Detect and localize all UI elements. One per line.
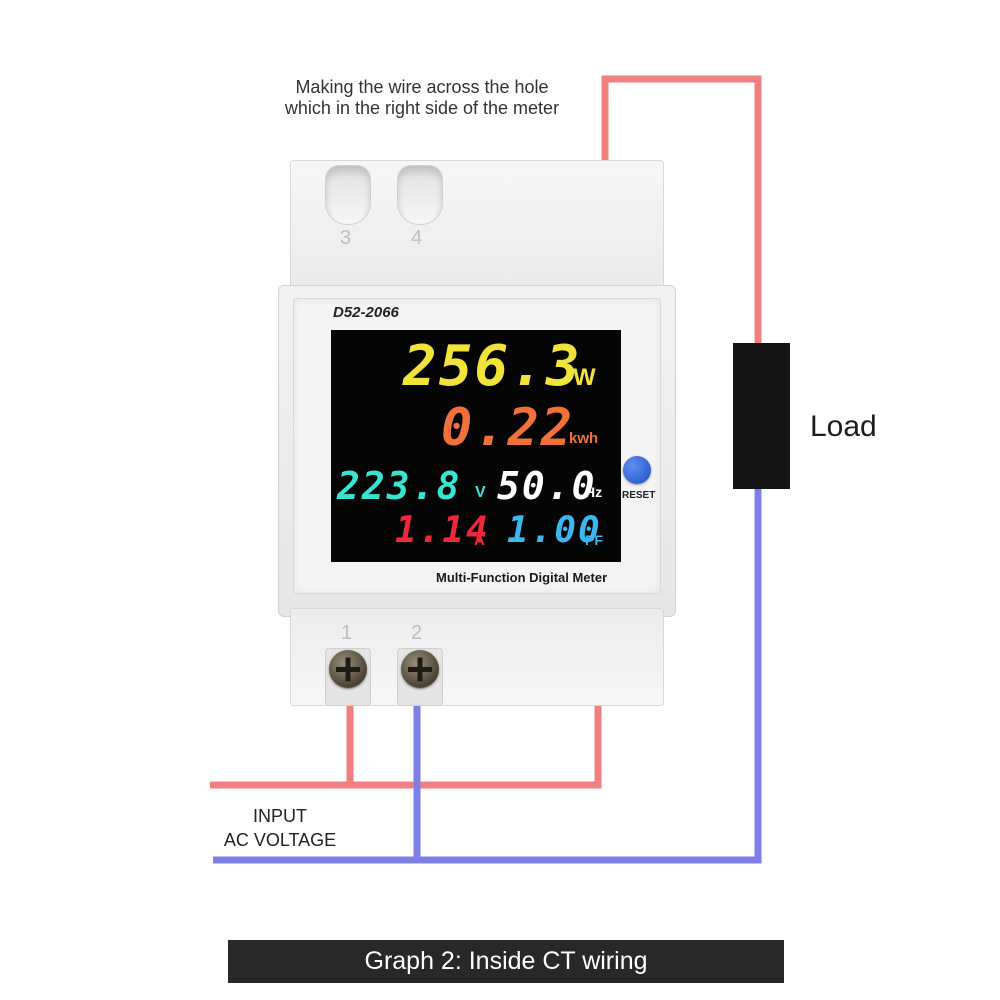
energy-unit: kwh	[569, 430, 599, 447]
live-wire-to-load	[601, 75, 762, 343]
input-ac-voltage-label: INPUT AC VOLTAGE	[223, 806, 337, 850]
terminal-screw-1	[329, 650, 367, 688]
neutral-wire-input	[213, 702, 421, 864]
current-reading: 1.14	[395, 510, 490, 551]
meter-model: D52-2066	[333, 304, 399, 321]
terminal-number-4: 4	[411, 227, 423, 249]
energy-reading: 0.22	[441, 398, 575, 458]
voltage-unit: V	[475, 484, 486, 501]
live-wire-loop	[350, 702, 602, 789]
load-label: Load	[810, 410, 877, 443]
power-reading: 256.3	[403, 334, 582, 399]
voltage-reading: 223.8	[337, 464, 462, 508]
terminal-hole-4	[397, 165, 443, 225]
load-box	[733, 343, 790, 489]
terminal-hole-3	[325, 165, 371, 225]
live-wire-input	[210, 702, 354, 789]
wiring-note: Making the wire across the hole which in…	[284, 77, 560, 118]
power-factor-reading: 1.00	[507, 510, 602, 551]
power-unit: W	[573, 364, 596, 391]
terminal-number-3: 3	[340, 227, 352, 249]
caption: Graph 2: Inside CT wiring	[228, 940, 784, 983]
frequency-reading: 50.0	[497, 464, 597, 508]
terminal-number-1: 1	[341, 622, 353, 644]
terminal-number-2: 2	[411, 622, 423, 644]
current-unit: A	[474, 532, 485, 549]
reset-button[interactable]	[623, 456, 651, 484]
terminal-screw-2	[401, 650, 439, 688]
meter-display: 256.3 W 0.22 kwh 223.8 V 50.0 Hz 1.14 A …	[331, 330, 621, 562]
reset-label: RESET	[622, 490, 656, 501]
neutral-wire-from-load	[417, 489, 762, 864]
frequency-unit: Hz	[585, 484, 603, 500]
power-factor-unit: PF	[585, 532, 603, 548]
meter-title: Multi-Function Digital Meter	[436, 570, 608, 585]
